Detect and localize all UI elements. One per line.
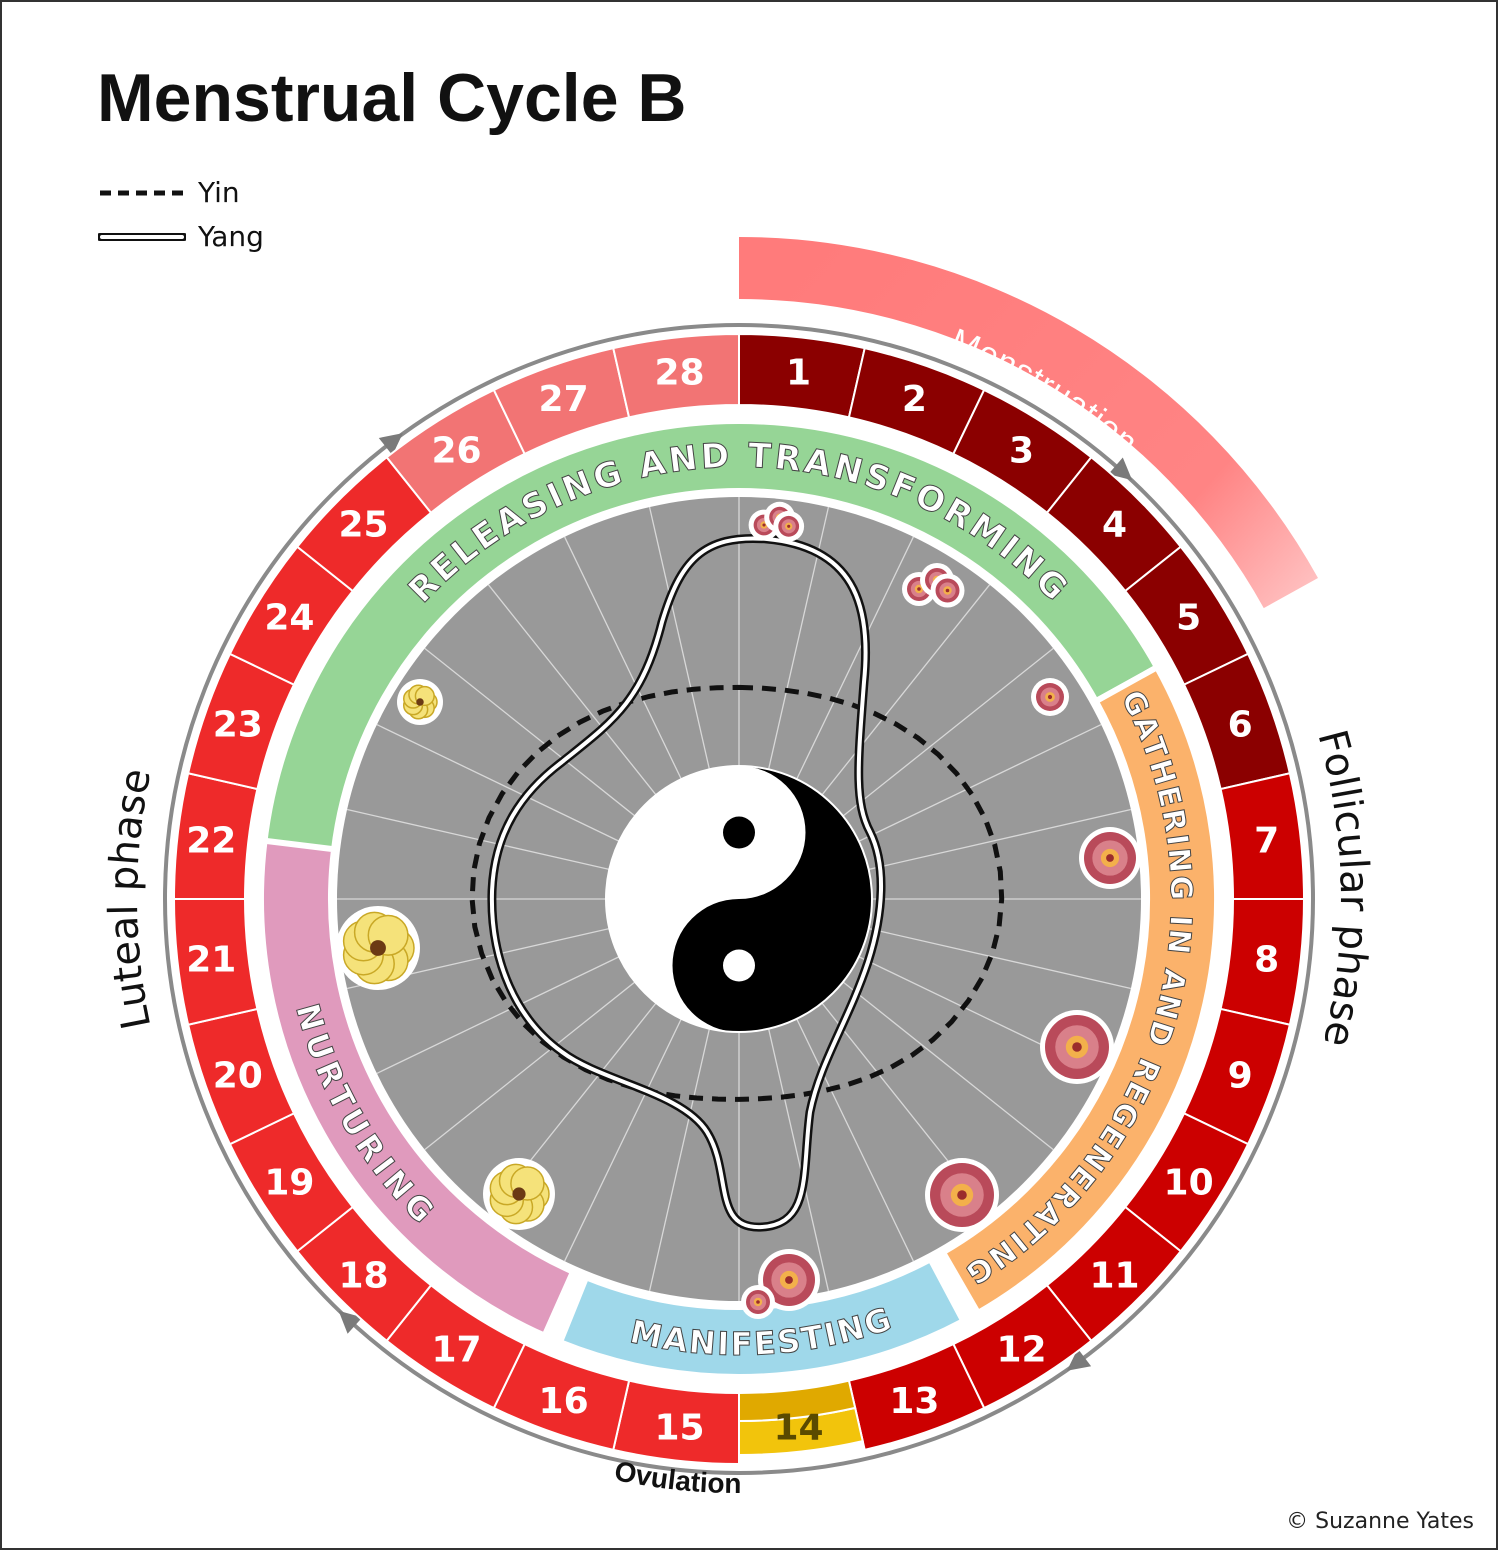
dashed-line-icon	[100, 190, 184, 195]
corpus-luteum-icon	[336, 906, 420, 990]
day-number: 24	[264, 598, 314, 639]
legend-yang-label: Yang	[198, 220, 264, 253]
ovarian-follicle-icon	[1040, 1010, 1114, 1084]
day-number: 28	[654, 352, 704, 393]
day-number: 25	[338, 505, 388, 546]
direction-arrow-icon	[378, 433, 403, 456]
day-number: 22	[186, 821, 236, 862]
direction-arrow-icon	[1066, 1348, 1092, 1371]
legend-yin: Yin	[98, 176, 240, 209]
day-number: 20	[213, 1055, 263, 1096]
day-number: 5	[1176, 598, 1201, 639]
double-line-icon	[98, 232, 186, 241]
legend-yin-label: Yin	[198, 176, 240, 209]
ovarian-follicle-icon	[930, 573, 965, 608]
direction-arrow-icon	[338, 1310, 363, 1334]
day-number: 10	[1164, 1163, 1214, 1204]
ovarian-follicle-icon	[758, 1249, 820, 1311]
follicular-phase-label: Follicular phase	[1308, 725, 1377, 1051]
day-number: 14	[773, 1408, 823, 1449]
releasing-band	[259, 417, 1162, 867]
day-ring: 1234567891011121314151617181920212223242…	[172, 332, 1306, 1466]
legend-yang: Yang	[98, 220, 264, 253]
day-number: 16	[539, 1381, 589, 1422]
ovarian-follicle-icon	[925, 1158, 999, 1232]
corpus-luteum-icon	[483, 1158, 555, 1230]
page-title: Menstrual Cycle B	[97, 60, 687, 136]
yang-curve-inner	[489, 536, 883, 1230]
day-number: 17	[431, 1330, 481, 1371]
day-number: 15	[654, 1408, 704, 1449]
direction-arrow-icon	[1108, 457, 1133, 481]
day-number: 1	[786, 352, 811, 393]
day-number: 6	[1228, 705, 1253, 746]
menstruation-arc	[739, 237, 1318, 609]
day-number: 7	[1254, 821, 1279, 862]
ovarian-follicle-icon	[773, 510, 805, 542]
luteal-phase-label: Luteal phase	[101, 765, 160, 1033]
day-number: 9	[1228, 1055, 1253, 1096]
day-number: 3	[1009, 430, 1034, 471]
ovarian-follicle-icon	[741, 1285, 775, 1319]
cycle-ring	[163, 323, 1315, 1475]
day-number: 4	[1102, 505, 1127, 546]
day-number: 23	[213, 705, 263, 746]
day-number: 13	[889, 1381, 939, 1422]
day-number: 8	[1254, 940, 1279, 981]
ovarian-follicle-icons	[336, 501, 1141, 1319]
day-number: 2	[902, 379, 927, 420]
day-number: 12	[996, 1330, 1046, 1371]
gathering-band	[938, 663, 1220, 1318]
day-number: 21	[186, 940, 236, 981]
copyright-credit: © Suzanne Yates	[1286, 1509, 1474, 1534]
nurturing-band	[258, 837, 578, 1340]
day-number: 26	[431, 430, 481, 471]
yin-curve	[469, 684, 1005, 1102]
day-number: 11	[1089, 1256, 1139, 1297]
day-number: 18	[338, 1256, 388, 1297]
corpus-luteum-icon	[397, 679, 443, 725]
day-number: 19	[264, 1163, 314, 1204]
day-number: 27	[539, 379, 589, 420]
ovarian-follicle-icon	[1031, 678, 1069, 716]
ovarian-follicle-icon	[1079, 827, 1141, 889]
yin-yang-icon	[605, 765, 873, 1033]
